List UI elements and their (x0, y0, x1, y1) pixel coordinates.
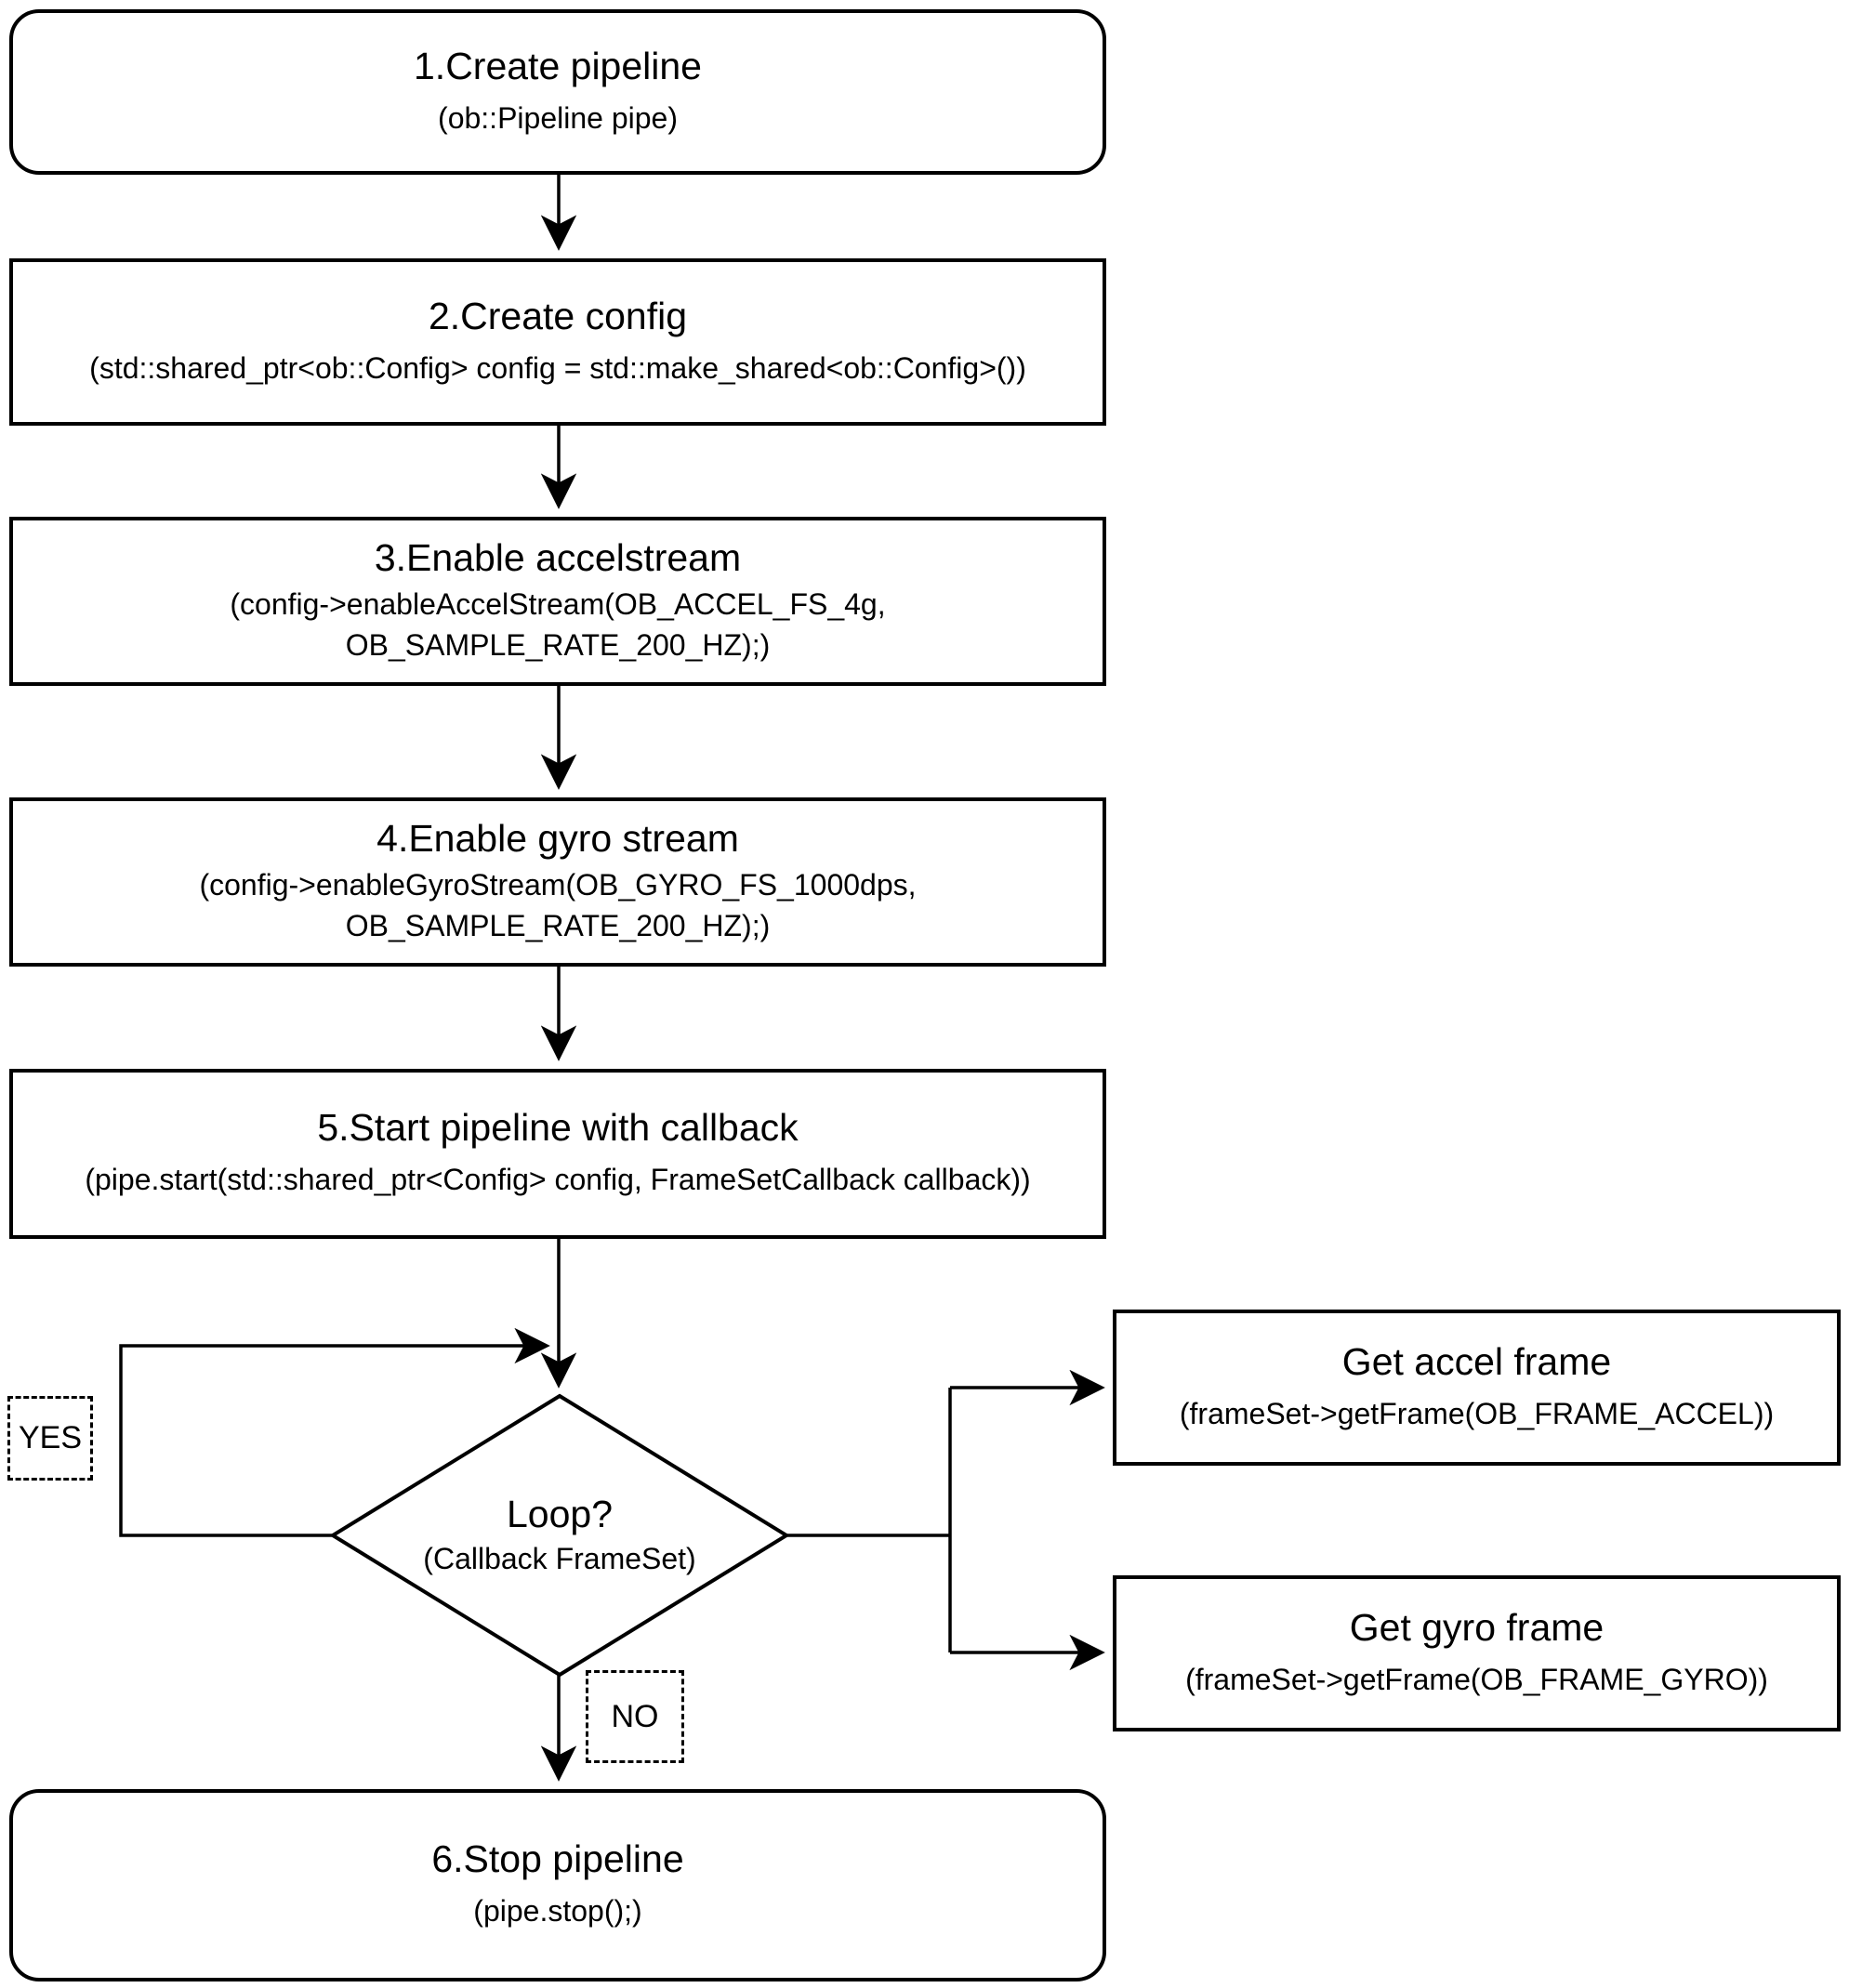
edge-label-yes-text: YES (18, 1420, 83, 1455)
arrow-loop-yes-back (119, 1327, 550, 1537)
node-subtitle: (ob::Pipeline pipe) (438, 100, 678, 135)
node-title: 3.Enable accelstream (374, 535, 742, 579)
node-enable-accel-stream: 3.Enable accelstream (config->enableAcce… (9, 517, 1106, 686)
node-title: 5.Start pipeline with callback (317, 1106, 799, 1150)
edge-label-no-text: NO (611, 1698, 659, 1734)
node-title: 1.Create pipeline (414, 44, 702, 87)
node-subtitle-line1: (config->enableGyroStream(OB_GYRO_FS_100… (199, 868, 917, 902)
node-subtitle: (pipe.stop();) (473, 1894, 642, 1929)
edge-label-yes: YES (7, 1396, 93, 1481)
node-enable-gyro-stream: 4.Enable gyro stream (config->enableGyro… (9, 797, 1106, 967)
node-create-pipeline: 1.Create pipeline (ob::Pipeline pipe) (9, 9, 1106, 175)
node-title: Get gyro frame (1349, 1605, 1605, 1649)
loop-decision-diamond-shape (329, 1393, 790, 1678)
node-start-pipeline: 5.Start pipeline with callback (pipe.sta… (9, 1069, 1106, 1239)
node-subtitle-line1: (config->enableAccelStream(OB_ACCEL_FS_4… (230, 587, 886, 622)
node-subtitle: (frameSet->getFrame(OB_FRAME_ACCEL)) (1179, 1396, 1775, 1430)
decision-title: Loop? (506, 1493, 613, 1536)
decision-subtitle: (Callback FrameSet) (423, 1542, 696, 1576)
edge-label-no: NO (586, 1670, 684, 1763)
node-get-accel-frame: Get accel frame (frameSet->getFrame(OB_F… (1113, 1310, 1841, 1466)
node-title: 2.Create config (428, 294, 688, 337)
node-subtitle-line2: OB_SAMPLE_RATE_200_HZ);) (345, 627, 771, 662)
node-get-gyro-frame: Get gyro frame (frameSet->getFrame(OB_FR… (1113, 1575, 1841, 1731)
node-subtitle: (frameSet->getFrame(OB_FRAME_GYRO)) (1185, 1662, 1768, 1696)
node-loop-decision: Loop? (Callback FrameSet) (374, 1461, 746, 1610)
node-title: 4.Enable gyro stream (376, 816, 739, 860)
node-subtitle: (pipe.start(std::shared_ptr<Config> conf… (85, 1163, 1031, 1197)
node-create-config: 2.Create config (std::shared_ptr<ob::Con… (9, 258, 1106, 426)
node-subtitle-line2: OB_SAMPLE_RATE_200_HZ);) (345, 908, 771, 942)
node-stop-pipeline: 6.Stop pipeline (pipe.stop();) (9, 1789, 1106, 1981)
node-title: 6.Stop pipeline (431, 1837, 684, 1881)
node-subtitle: (std::shared_ptr<ob::Config> config = st… (89, 350, 1026, 385)
node-title: Get accel frame (1341, 1339, 1612, 1383)
